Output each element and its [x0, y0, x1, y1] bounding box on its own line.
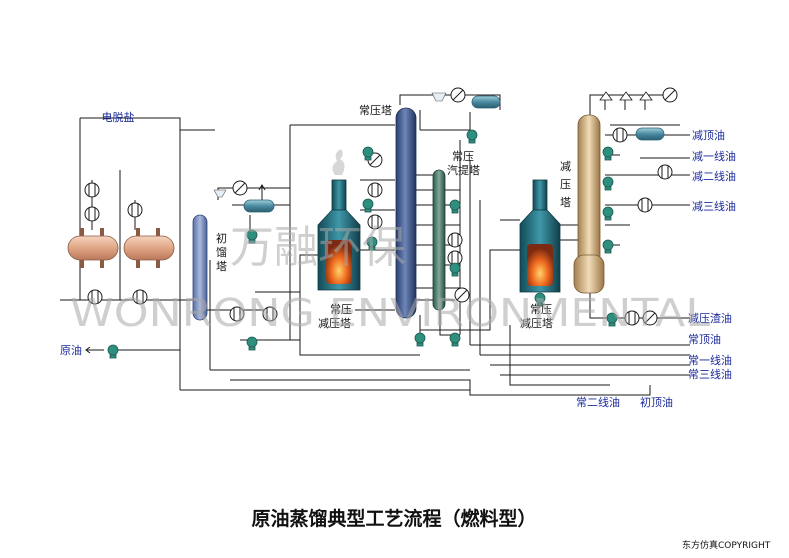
atm-tower-label: 常压塔 — [359, 104, 392, 117]
pre-flash-label: 初馏塔 — [216, 231, 227, 273]
label-atm-2nd: 常二线油 — [576, 395, 620, 409]
atm-tower — [395, 107, 417, 319]
ejector-icon — [599, 91, 653, 101]
vac-tower-unit: 减压塔 — [560, 91, 665, 294]
exchanger-icon — [657, 164, 673, 180]
atm-tower-unit: 常压塔 — [359, 92, 501, 319]
pump-icon — [602, 206, 614, 221]
exchanger-icon — [127, 202, 143, 218]
vac-overhead-drum — [635, 127, 665, 141]
pumps — [107, 129, 618, 359]
cooler-icon — [642, 310, 658, 326]
pump-icon — [602, 176, 614, 191]
heat-exchangers — [84, 127, 673, 326]
exchanger-icon — [367, 182, 383, 198]
pre-flash-tower — [192, 214, 208, 321]
exchanger-icon — [84, 182, 100, 198]
vac-furnace-label: 常压减压塔 — [520, 303, 553, 330]
pump-icon — [449, 332, 461, 347]
desalter-label: 电脱盐 — [102, 110, 135, 124]
cooler-icon — [232, 180, 248, 196]
exchanger-icon — [367, 214, 383, 230]
smoke-icon — [332, 149, 345, 175]
fire-icon — [326, 240, 352, 284]
air-coolers — [232, 87, 678, 326]
watermark: 万融环保 WONRONG ENVIRONMENTAL — [70, 222, 710, 335]
exchanger-icon — [262, 306, 278, 322]
vac-furnace-unit: 常压减压塔 — [519, 179, 561, 330]
atm-reflux-drum — [471, 95, 501, 109]
pump-icon — [246, 336, 258, 351]
exchanger-icon — [637, 197, 653, 213]
atm-stripper-unit: 常压汽提塔 — [432, 150, 480, 311]
atm-stripper-label: 常压汽提塔 — [447, 150, 480, 177]
exchanger-icon — [624, 310, 640, 326]
cooler-icon — [662, 87, 678, 103]
label-atm-top-oil: 常顶油 — [688, 332, 721, 346]
label-vac-top-oil: 减顶油 — [692, 128, 725, 142]
atm-furnace-label: 常压减压塔 — [318, 303, 352, 330]
label-vac-2nd: 减二线油 — [692, 169, 736, 183]
pump-icon — [466, 129, 478, 144]
exchanger-icon — [229, 306, 245, 322]
pump-icon — [362, 146, 374, 161]
pump-icon — [107, 344, 119, 359]
exchanger-icon — [447, 232, 463, 248]
pump-icon — [414, 332, 426, 347]
cooler-icon — [454, 287, 470, 303]
label-atm-1st: 常一线油 — [688, 353, 732, 367]
atm-furnace-unit: 常压减压塔 — [317, 149, 361, 330]
pump-icon — [449, 199, 461, 214]
label-crude-in: 原油 — [60, 343, 82, 357]
watermark-en: WONRONG ENVIRONMENTAL — [70, 291, 710, 335]
atm-stripper — [432, 169, 446, 311]
pump-icon — [362, 198, 374, 213]
label-vac-residue: 减压渣油 — [688, 311, 732, 325]
desalter-vessel-2 — [123, 235, 175, 261]
cooler-icon — [450, 87, 466, 103]
pump-icon — [606, 312, 618, 327]
pre-flash-reflux-drum — [243, 199, 275, 213]
pump-icon — [449, 262, 461, 277]
pump-icon — [246, 229, 258, 244]
watermark-cn: 万融环保 — [230, 222, 406, 273]
gas-outlet-icon — [213, 189, 227, 198]
exchanger-icon — [612, 127, 628, 143]
exchanger-icon — [132, 289, 148, 305]
stream-labels: 原油 减顶油 减一线油 减二线油 减三线油 减压渣油 常顶油 常一线油 常三线油… — [60, 128, 736, 409]
pump-icon — [366, 236, 378, 251]
label-vac-3rd: 减三线油 — [692, 199, 736, 213]
pre-flash-tower-unit: 初馏塔 — [192, 184, 275, 321]
pump-icon — [602, 239, 614, 254]
fire-icon — [527, 244, 553, 286]
pump-icon — [602, 146, 614, 161]
desalter-unit: 电脱盐 — [67, 110, 175, 268]
exchanger-icon — [84, 206, 100, 222]
exchanger-icon — [87, 289, 103, 305]
label-pre-top-oil: 初顶油 — [640, 395, 673, 409]
label-vac-1st: 减一线油 — [692, 149, 736, 163]
pump-icon — [534, 292, 546, 307]
gas-outlet-icon — [431, 92, 447, 102]
vac-tower-label: 减压塔 — [560, 160, 571, 209]
copyright-text: 东方仿真COPYRIGHT — [682, 539, 771, 551]
diagram-title: 原油蒸馏典型工艺流程（燃料型） — [251, 507, 536, 530]
desalter-vessel-1 — [67, 235, 119, 261]
label-atm-3rd: 常三线油 — [688, 367, 732, 381]
